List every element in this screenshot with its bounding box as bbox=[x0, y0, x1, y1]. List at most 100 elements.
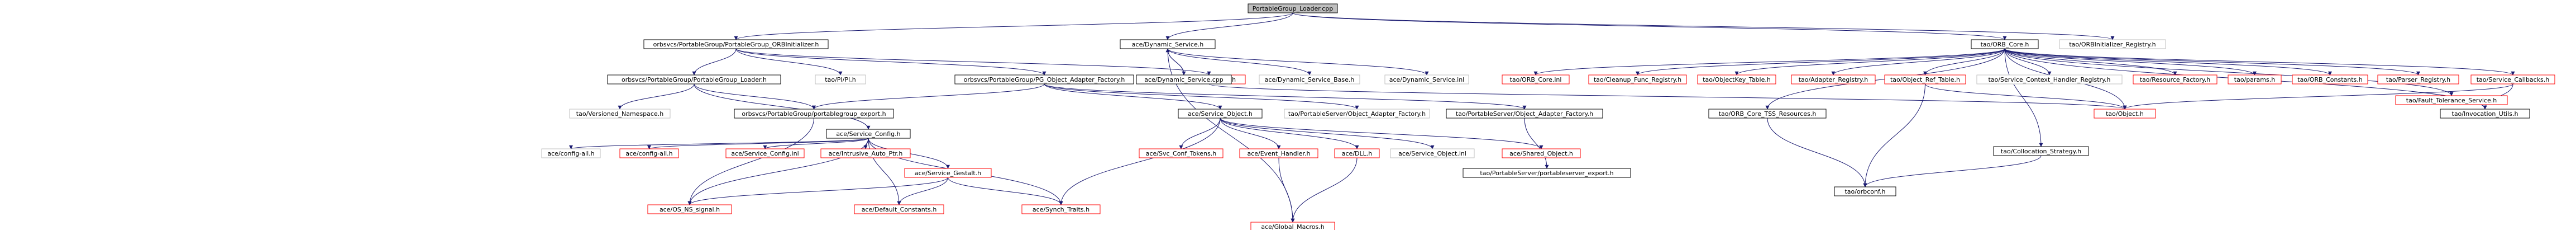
node-colloc[interactable]: tao/Collocation_Strategy.h bbox=[1993, 146, 2089, 156]
node-box bbox=[725, 148, 805, 158]
node-box bbox=[1502, 74, 1570, 85]
node-intrusive[interactable]: ace/Intrusive_Auto_Ptr.h bbox=[820, 148, 911, 158]
node-label: ace/Dynamic_Service_Base.h bbox=[1265, 76, 1355, 83]
node-synch[interactable]: ace/Synch_Traits.h bbox=[1021, 204, 1101, 214]
node-pipi[interactable]: tao/PI/PI.h bbox=[815, 74, 866, 85]
node-box bbox=[643, 39, 829, 49]
node-label: tao/PortableServer/Object_Adapter_Factor… bbox=[1456, 110, 1593, 118]
node-box bbox=[569, 109, 671, 119]
node-box bbox=[820, 148, 911, 158]
node-versioned[interactable]: tao/Versioned_Namespace.h bbox=[569, 109, 671, 119]
edge-root-to-orbcore bbox=[1292, 12, 2007, 40]
edge-orbcore-to-objkey bbox=[1734, 48, 2005, 76]
node-label: tao/Service_Context_Handler_Registry.h bbox=[1989, 76, 2111, 83]
node-pgl[interactable]: orbsvcs/PortableGroup/PortableGroup_Load… bbox=[607, 74, 781, 85]
node-svccb[interactable]: tao/Service_Callbacks.h bbox=[2470, 74, 2555, 85]
node-svcobj[interactable]: ace/Service_Object.h bbox=[1178, 109, 1263, 119]
edge-orbcore-to-resfac bbox=[2004, 48, 2177, 76]
node-label: tao/ORB_Core.h bbox=[1981, 41, 2029, 48]
edge-pgi-to-pipi bbox=[735, 48, 843, 76]
node-pgaf[interactable]: orbsvcs/PortableGroup/PG_Object_Adapter_… bbox=[954, 74, 1134, 85]
node-label: ace/Service_Config.h bbox=[836, 130, 900, 138]
node-orbcore[interactable]: tao/ORB_Core.h bbox=[1971, 39, 2039, 49]
node-label: tao/Parser_Registry.h bbox=[2386, 76, 2450, 83]
node-pgexport[interactable]: orbsvcs/PortableGroup/portablegroup_expo… bbox=[734, 109, 894, 119]
edge-pgi-to-pgl bbox=[692, 48, 737, 76]
edge-evh-to-globalmac bbox=[1278, 157, 1295, 223]
node-label: ace/Dynamic_Service.cpp bbox=[1144, 76, 1223, 83]
node-psexport[interactable]: tao/PortableServer/portableserver_export… bbox=[1463, 168, 1631, 178]
node-dynbase[interactable]: ace/Dynamic_Service_Base.h bbox=[1259, 74, 1360, 85]
node-svcgestalt[interactable]: ace/Service_Gestalt.h bbox=[904, 168, 992, 178]
node-svccont[interactable]: ace/Svc_Conf_Tokens.h bbox=[1139, 148, 1224, 158]
node-box bbox=[1463, 168, 1631, 178]
node-svcconf[interactable]: ace/Service_Config.h bbox=[826, 129, 911, 139]
node-box bbox=[1248, 3, 1338, 13]
node-defconst[interactable]: ace/Default_Constants.h bbox=[854, 204, 944, 214]
node-configallr[interactable]: ace/config-all.h bbox=[619, 148, 679, 158]
node-invutils[interactable]: tao/Invocation_Utils.h bbox=[2440, 109, 2530, 119]
node-label: ace/config-all.h bbox=[547, 150, 594, 157]
node-label: orbsvcs/PortableGroup/PG_Object_Adapter_… bbox=[964, 76, 1125, 83]
node-box bbox=[826, 129, 911, 139]
node-globalmac[interactable]: ace/Global_Macros.h bbox=[1250, 222, 1335, 230]
node-objref[interactable]: tao/Object_Ref_Table.h bbox=[1884, 74, 1966, 85]
edge-svcobj-to-svccont bbox=[1179, 118, 1221, 149]
node-evh[interactable]: ace/Event_Handler.h bbox=[1239, 148, 1318, 158]
node-svcobjinl[interactable]: ace/Service_Object.inl bbox=[1390, 148, 1475, 158]
node-taoobj[interactable]: tao/Object.h bbox=[2094, 109, 2156, 119]
node-label: PortableGroup_Loader.cpp bbox=[1253, 5, 1334, 12]
node-dll[interactable]: ace/DLL.h bbox=[1334, 148, 1380, 158]
edge-svcgestalt-to-defconst bbox=[897, 177, 948, 205]
node-label: ace/Dynamic_Service.inl bbox=[1389, 76, 1465, 83]
node-cleanup[interactable]: tao/Cleanup_Func_Registry.h bbox=[1588, 74, 1687, 85]
node-box bbox=[1384, 74, 1469, 85]
node-label: tao/Service_Callbacks.h bbox=[2477, 76, 2550, 83]
node-box bbox=[1239, 148, 1318, 158]
node-scr[interactable]: tao/Service_Context_Handler_Registry.h bbox=[1976, 74, 2123, 85]
node-box bbox=[1884, 74, 1966, 85]
node-sharedobj[interactable]: ace/Shared_Object.h bbox=[1502, 148, 1581, 158]
node-parser[interactable]: tao/Parser_Registry.h bbox=[2377, 74, 2459, 85]
node-params[interactable]: tao/params.h bbox=[2228, 74, 2282, 85]
node-box bbox=[1259, 74, 1360, 85]
edge-root-to-dyn bbox=[1165, 12, 1293, 40]
node-orbconf[interactable]: tao/orbconf.h bbox=[1834, 186, 1896, 196]
node-psoaf[interactable]: tao/PortableServer/Object_Adapter_Factor… bbox=[1284, 109, 1430, 119]
edge-svcobj-to-svcobjinl bbox=[1220, 118, 1435, 149]
node-label: tao/ObjectKey_Table.h bbox=[1703, 76, 1771, 83]
node-pgi[interactable]: orbsvcs/PortableGroup/PortableGroup_ORBI… bbox=[643, 39, 829, 49]
node-configall[interactable]: ace/config-all.h bbox=[541, 148, 601, 158]
node-osns[interactable]: ace/OS_NS_signal.h bbox=[647, 204, 732, 214]
node-dyncpp[interactable]: ace/Dynamic_Service.cpp bbox=[1136, 74, 1232, 85]
node-label: tao/Collocation_Strategy.h bbox=[2001, 148, 2081, 155]
node-box bbox=[619, 148, 679, 158]
node-tssres[interactable]: tao/ORB_Core_TSS_Resources.h bbox=[1708, 109, 1827, 119]
node-label: ace/DLL.h bbox=[1342, 150, 1372, 157]
node-label: tao/PortableServer/portableserver_export… bbox=[1480, 170, 1613, 177]
edge-pgl-to-svcconf bbox=[694, 83, 871, 130]
node-label: ace/OS_NS_signal.h bbox=[659, 206, 720, 213]
node-ftsvc[interactable]: tao/Fault_Tolerance_Service.h bbox=[2395, 95, 2508, 105]
edge-svcconf-to-configall bbox=[569, 138, 869, 149]
node-dyninl[interactable]: ace/Dynamic_Service.inl bbox=[1384, 74, 1469, 85]
nodes-layer: PortableGroup_Loader.cpp orbsvcs/Portable… bbox=[541, 3, 2555, 230]
node-adapterreg[interactable]: tao/Adapter_Registry.h bbox=[1791, 74, 1876, 85]
node-root[interactable]: PortableGroup_Loader.cpp bbox=[1248, 3, 1338, 13]
edge-dyn-to-dyninl bbox=[1167, 48, 1429, 76]
node-resfac[interactable]: tao/Resource_Factory.h bbox=[2133, 74, 2217, 85]
node-box bbox=[815, 74, 866, 85]
node-dyn[interactable]: ace/Dynamic_Service.h bbox=[1120, 39, 1216, 49]
edge-svcobj-to-sharedobj bbox=[1220, 118, 1543, 149]
node-psoafh[interactable]: tao/PortableServer/Object_Adapter_Factor… bbox=[1446, 109, 1603, 119]
node-objkey[interactable]: tao/ObjectKey_Table.h bbox=[1697, 74, 1776, 85]
node-box bbox=[1971, 39, 2039, 49]
node-orbcoreinl[interactable]: tao/ORB_Core.inl bbox=[1502, 74, 1570, 85]
node-label: ace/config-all.h bbox=[625, 150, 672, 157]
node-svcconfinl[interactable]: ace/Service_Config.inl bbox=[725, 148, 805, 158]
node-label: ace/Service_Config.inl bbox=[731, 150, 799, 157]
edge-pgl-to-pgexport bbox=[694, 83, 816, 110]
node-orbinitreg[interactable]: tao/ORBInitializer_Registry.h bbox=[2059, 39, 2166, 49]
edge-dyncpp-to-dyn bbox=[1165, 48, 1184, 76]
node-orbconst[interactable]: tao/ORB_Constants.h bbox=[2292, 74, 2368, 85]
